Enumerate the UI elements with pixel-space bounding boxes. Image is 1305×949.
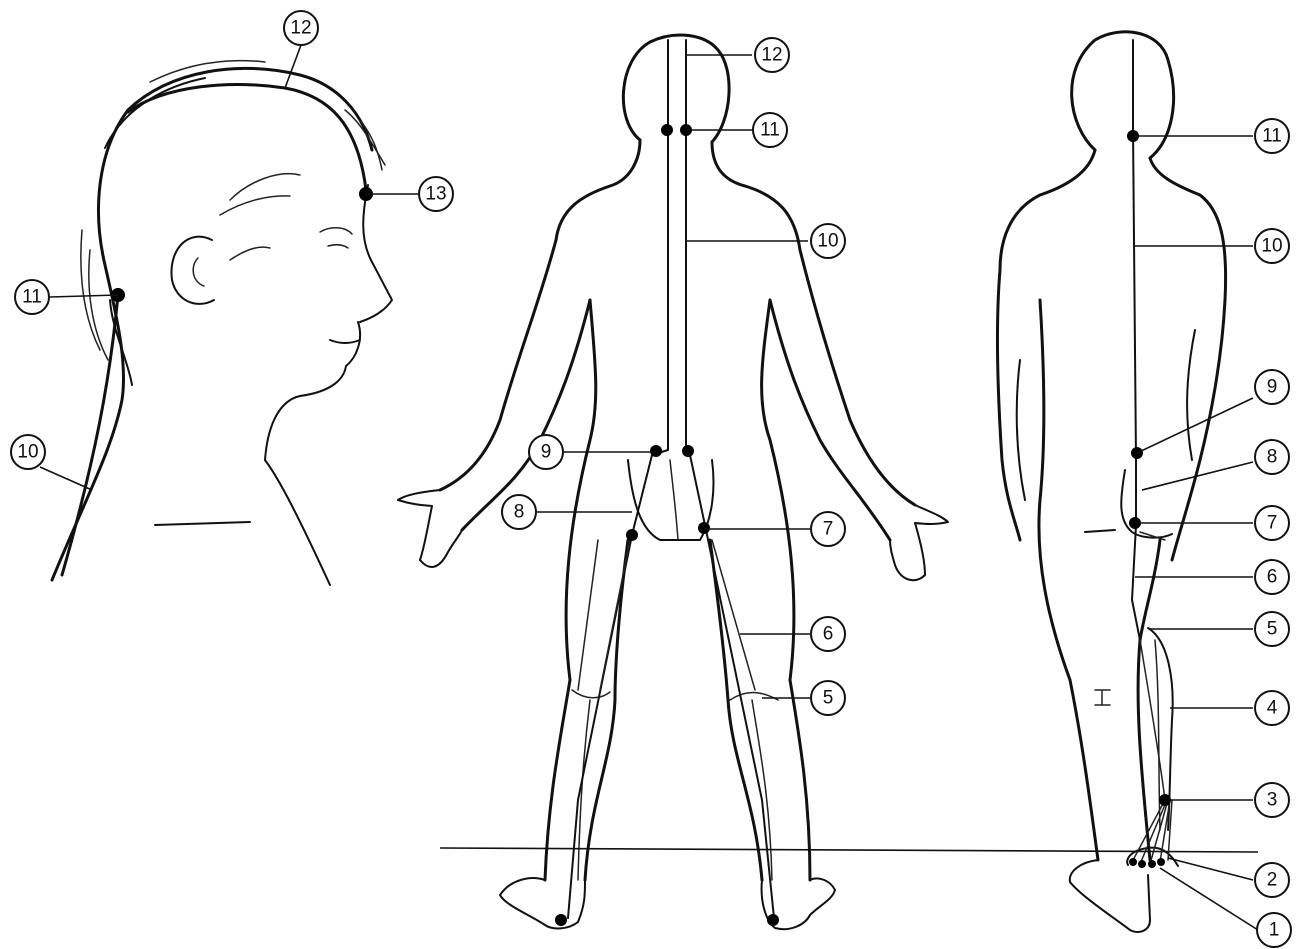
svg-text:1: 1 — [1269, 920, 1280, 941]
svg-text:11: 11 — [22, 287, 42, 308]
svg-text:6: 6 — [1267, 567, 1278, 588]
label-side-4: 4 — [1255, 691, 1289, 725]
svg-text:11: 11 — [1262, 126, 1282, 147]
svg-text:7: 7 — [823, 519, 834, 540]
label-back-5: 5 — [811, 681, 845, 715]
svg-text:4: 4 — [1267, 698, 1278, 719]
svg-text:2: 2 — [1267, 870, 1278, 891]
svg-text:13: 13 — [425, 184, 446, 205]
label-side-7: 7 — [1255, 506, 1289, 540]
label-side-2: 2 — [1255, 863, 1289, 897]
label-side-9: 9 — [1255, 370, 1289, 404]
label-head-11: 11 — [15, 280, 49, 314]
label-back-10: 10 — [811, 224, 845, 258]
label-side-1: 1 — [1257, 913, 1291, 947]
svg-text:10: 10 — [817, 231, 838, 252]
svg-text:7: 7 — [1267, 513, 1278, 534]
svg-text:11: 11 — [760, 120, 780, 141]
svg-text:5: 5 — [823, 688, 834, 709]
label-head-10: 10 — [11, 435, 45, 469]
head-profile-view — [52, 61, 392, 585]
side-view — [997, 32, 1225, 932]
svg-text:8: 8 — [514, 502, 525, 523]
svg-text:8: 8 — [1267, 447, 1278, 468]
label-side-6: 6 — [1255, 560, 1289, 594]
label-back-11: 11 — [753, 113, 787, 147]
label-side-5: 5 — [1255, 612, 1289, 646]
svg-text:3: 3 — [1267, 790, 1278, 811]
label-back-8: 8 — [502, 495, 536, 529]
svg-text:10: 10 — [17, 442, 38, 463]
svg-text:5: 5 — [1267, 619, 1278, 640]
svg-text:12: 12 — [290, 18, 311, 39]
svg-text:12: 12 — [761, 45, 782, 66]
back-view — [398, 35, 1258, 929]
label-side-8: 8 — [1255, 440, 1289, 474]
label-side-11: 11 — [1255, 119, 1289, 153]
label-side-3: 3 — [1255, 783, 1289, 817]
label-back-6: 6 — [811, 617, 845, 651]
label-head-13: 13 — [419, 177, 453, 211]
label-head-12: 12 — [284, 11, 318, 45]
svg-text:10: 10 — [1261, 236, 1282, 257]
label-back-7: 7 — [811, 512, 845, 546]
svg-text:9: 9 — [1267, 377, 1278, 398]
label-side-10: 10 — [1255, 229, 1289, 263]
label-back-9: 9 — [529, 435, 563, 469]
svg-text:9: 9 — [541, 442, 552, 463]
label-back-12: 12 — [755, 38, 789, 72]
svg-text:6: 6 — [823, 624, 834, 645]
